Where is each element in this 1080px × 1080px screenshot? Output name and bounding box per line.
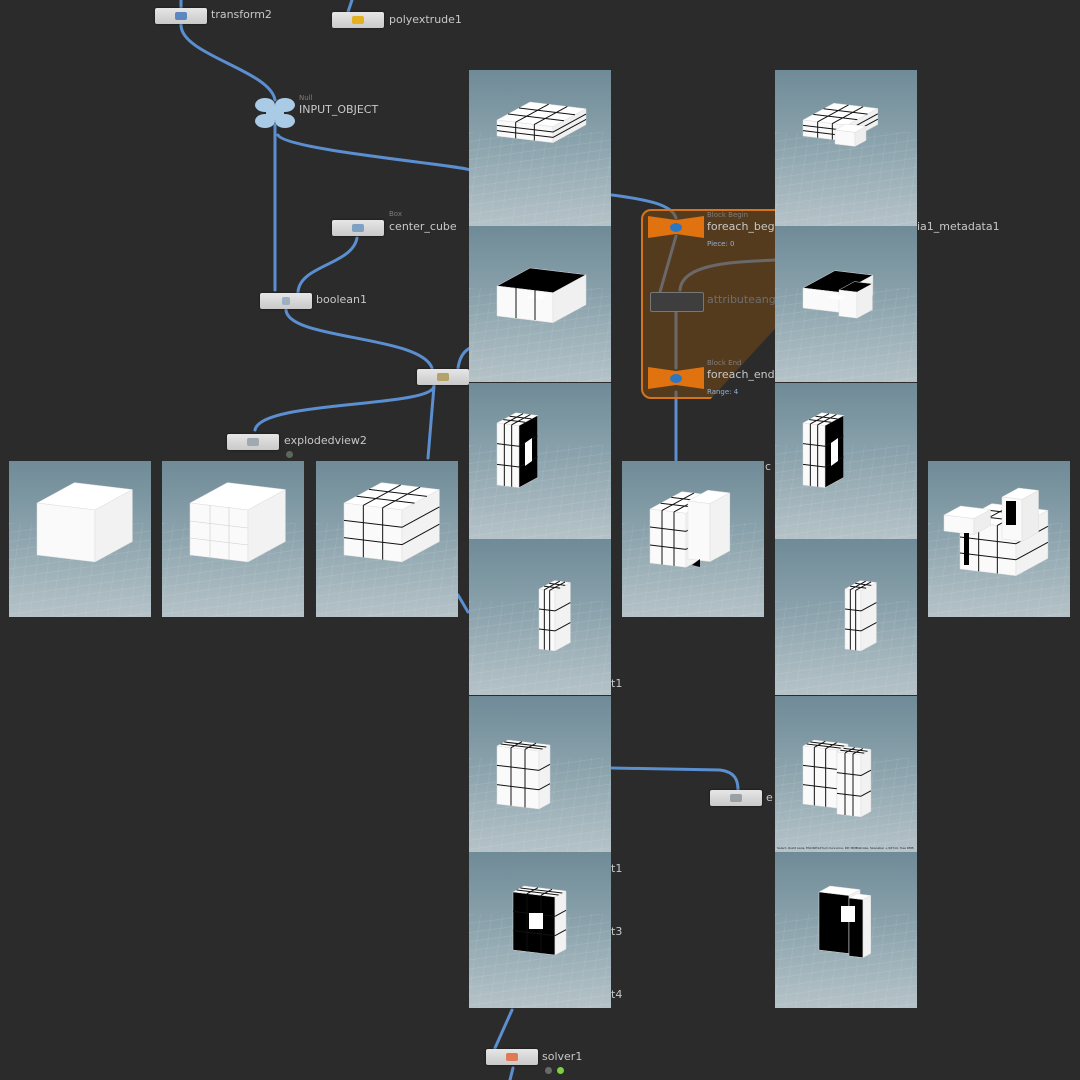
node-label-transform2: transform2 — [211, 8, 272, 21]
wire-merge-down — [426, 384, 436, 460]
node-transform2[interactable] — [155, 8, 207, 24]
wire-solver-out — [508, 1066, 515, 1080]
node-label-boolean1: boolean1 — [316, 293, 367, 306]
bypass-flag[interactable] — [286, 451, 293, 458]
node-label-polyextrude1: polyextrude1 — [389, 13, 462, 26]
viewport-snapshot-v-col1-2 — [469, 226, 611, 382]
node-label-input-object: INPUT_OBJECT — [299, 103, 379, 116]
sop-icon — [730, 794, 742, 802]
viewport-snapshot-v-col1-6 — [469, 852, 611, 1008]
geometry-front-layer-rotated — [802, 739, 872, 818]
polyextrude-icon — [352, 16, 364, 24]
node-foreach-begin[interactable] — [648, 216, 704, 238]
node-label-solver1: solver1 — [542, 1050, 583, 1063]
wire-right — [610, 766, 740, 792]
viewport-snapshot-v-col1-5 — [469, 696, 611, 852]
geometry-side-layer-black — [496, 412, 539, 489]
viewport-snapshot-v-col2-6 — [775, 852, 917, 1008]
node-input-object[interactable] — [254, 96, 296, 130]
viewport-snapshot-v-col1-1 — [469, 70, 611, 226]
wire-side-merge — [456, 346, 472, 370]
viewport-snapshot-v-final — [928, 461, 1070, 617]
transform-icon — [175, 12, 187, 20]
geometry-top-layer-rotated — [802, 102, 879, 147]
viewport-snapshot-v-box — [9, 461, 151, 617]
node-info-foreach-begin: Piece: 0 — [707, 240, 735, 248]
merge-icon — [437, 373, 449, 381]
geometry-rotated-cube — [649, 489, 731, 568]
node-type-input-object: Null — [299, 94, 313, 102]
solver-icon — [506, 1053, 518, 1061]
partial-label: t3 — [611, 925, 623, 938]
node-right[interactable] — [710, 790, 762, 806]
geometry-final-cube — [943, 487, 1049, 577]
box-icon — [352, 224, 364, 232]
node-type-foreach-end: Block End — [707, 359, 742, 367]
viewport-snapshot-v-col2-3 — [775, 383, 917, 539]
wire-transform2-input — [179, 0, 277, 102]
node-polyextrude1[interactable] — [332, 12, 384, 28]
node-explodedview2[interactable] — [227, 434, 279, 450]
wire-polyextrude — [346, 0, 354, 14]
node-boolean1[interactable] — [260, 293, 312, 309]
geometry-subdivided-cube — [189, 482, 287, 563]
geometry-solid-cube — [36, 482, 134, 563]
null-icon — [255, 98, 295, 128]
geometry-side-layer-black — [802, 412, 845, 489]
geometry-front-layer-black — [512, 885, 567, 956]
viewport-snapshot-v-col2-1 — [775, 70, 917, 226]
geometry-thin-column — [844, 580, 878, 652]
geometry-front-layer — [496, 739, 551, 810]
node-type-center-cube: Box — [389, 210, 403, 218]
partial-label: t1 — [611, 862, 623, 875]
wire-merge-exploded — [253, 384, 436, 432]
node-label-center-cube: center_cube — [389, 220, 457, 233]
partial-label: t1 — [611, 677, 623, 690]
geometry-3x3x3-pieces — [343, 482, 441, 563]
boolean-icon — [282, 297, 290, 305]
node-attribute[interactable] — [650, 292, 704, 312]
wire-center-boolean — [296, 236, 359, 294]
node-merge[interactable] — [417, 369, 469, 385]
viewport-snapshot-v-col2-5: Select, Right pans, ESC/RP/LP tum ture p… — [775, 696, 917, 852]
foreach-end-icon — [670, 373, 682, 383]
wire-solver-in — [493, 1008, 514, 1050]
viewport-footer-text: Select, Right pans, ESC/RP/LP tum ture p… — [777, 846, 915, 849]
display-flag[interactable] — [557, 1067, 564, 1074]
node-info-foreach-end: Range: 4 — [707, 388, 739, 396]
geometry-top-layer — [496, 101, 587, 144]
node-center-cube[interactable] — [332, 220, 384, 236]
template-flag[interactable] — [545, 1067, 552, 1074]
wire-left-stub — [456, 593, 470, 614]
partial-label: c — [765, 460, 772, 473]
node-solver1[interactable] — [486, 1049, 538, 1065]
node-label-metadata1: ia1_metadata1 — [917, 220, 1000, 233]
geometry-front-layer-black-rotated — [818, 885, 872, 959]
wire-boolean-merge — [284, 308, 434, 370]
node-type-foreach-begin: Block Begin — [707, 211, 749, 219]
node-label-attribute: attributeangle — [707, 293, 786, 306]
geometry-thin-column — [538, 580, 572, 652]
geometry-top-layer-black-rotated — [802, 270, 874, 319]
node-label-foreach-end: foreach_end — [707, 368, 775, 381]
viewport-snapshot-v-col2-4 — [775, 539, 917, 695]
explodedview-icon — [247, 438, 259, 446]
node-label-explodedview2: explodedview2 — [284, 434, 367, 447]
node-label-foreach-begin: foreach_begin — [707, 220, 785, 233]
viewport-snapshot-v-col1-4 — [469, 539, 611, 695]
viewport-snapshot-v-pieces — [316, 461, 458, 617]
viewport-snapshot-v-col1-3 — [469, 383, 611, 539]
viewport-snapshot-v-mid — [622, 461, 764, 617]
node-label-right: e — [766, 791, 773, 804]
partial-label: t4 — [611, 988, 623, 1001]
node-foreach-end[interactable] — [648, 367, 704, 389]
viewport-snapshot-v-divided — [162, 461, 304, 617]
viewport-snapshot-v-col2-2 — [775, 226, 917, 382]
geometry-top-layer-black — [496, 267, 587, 324]
foreach-begin-icon — [670, 222, 682, 232]
